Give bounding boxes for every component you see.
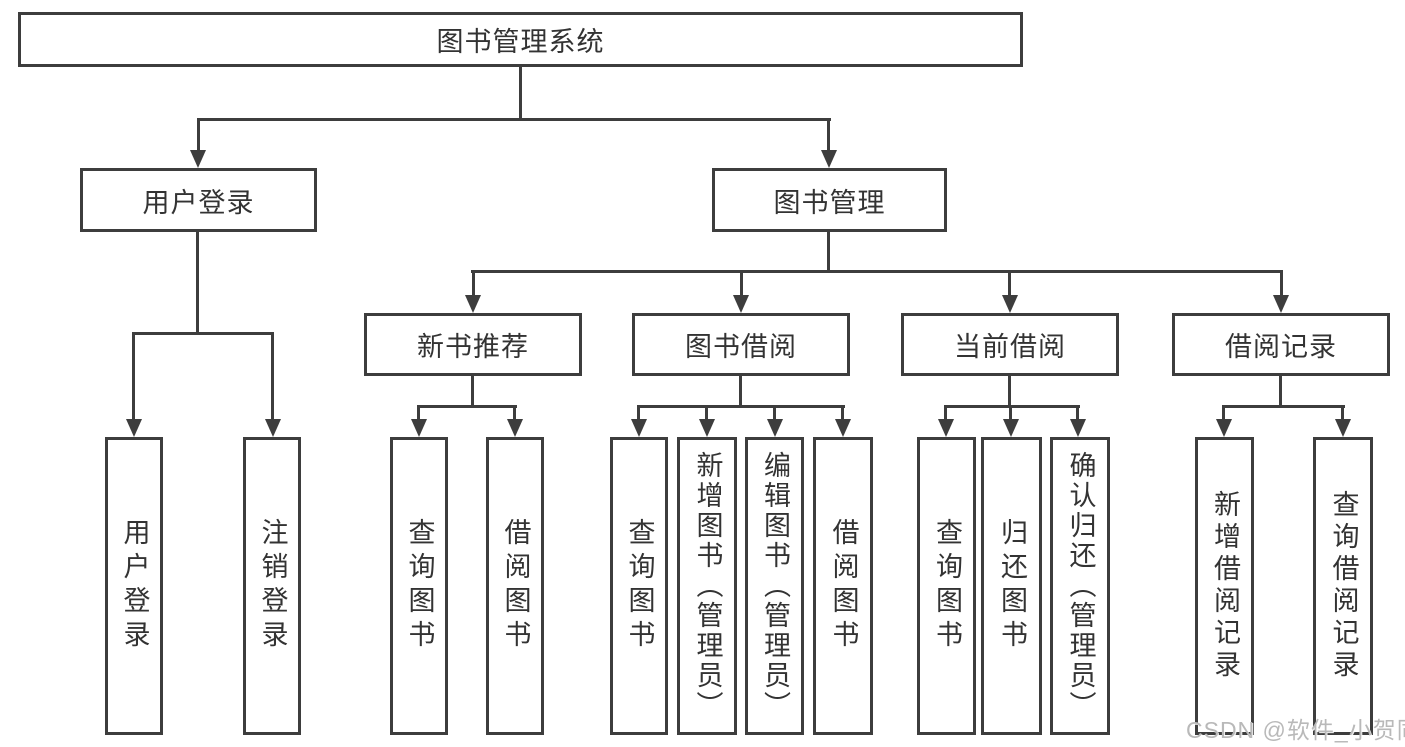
connector-line: [637, 407, 640, 419]
leaf-label: 借阅图书: [500, 518, 531, 654]
node-label: 新书推荐: [417, 332, 529, 362]
leaf-label: 编辑图书（管理员）: [760, 451, 790, 721]
node-user-login: 用户登录: [80, 168, 317, 232]
connector-line: [417, 407, 420, 419]
connector-line: [1280, 272, 1283, 295]
arrowhead-down-icon: [821, 150, 837, 168]
leaf-label: 归还图书: [997, 518, 1027, 654]
arrowhead-down-icon: [1335, 419, 1351, 437]
connector-line: [519, 67, 522, 121]
node-label: 图书管理: [773, 187, 886, 218]
csdn-watermark: CSDN @软件_小贺同学: [1186, 717, 1405, 743]
arrowhead-down-icon: [465, 295, 481, 313]
connector-line: [1341, 407, 1344, 419]
arrowhead-down-icon: [126, 419, 142, 437]
connector-line: [1222, 407, 1225, 419]
connector-line: [197, 121, 200, 150]
connector-line: [417, 405, 517, 408]
node-label: 图书管理系统: [436, 27, 605, 57]
node-book-management: 图书管理: [712, 168, 947, 232]
leaf-label: 查询借阅记录: [1328, 490, 1359, 682]
leaf-label: 新增图书（管理员）: [692, 451, 723, 721]
connector-line: [739, 376, 742, 407]
connector-line: [705, 407, 708, 419]
leaf-user-login: 用户登录: [105, 437, 163, 735]
leaf-query-books-recommend: 查询图书: [390, 437, 448, 735]
connector-line: [944, 405, 1080, 408]
connector-line: [1009, 407, 1012, 419]
leaf-label: 注销登录: [257, 518, 288, 654]
arrowhead-down-icon: [1002, 295, 1018, 313]
node-borrowing-records: 借阅记录: [1172, 313, 1390, 376]
connector-line: [471, 270, 1283, 273]
connector-line: [132, 332, 274, 335]
connector-line: [196, 232, 199, 335]
connector-line: [1008, 272, 1011, 295]
leaf-label: 新增借阅记录: [1210, 490, 1240, 682]
connector-line: [827, 232, 830, 272]
leaf-borrow-books: 借阅图书: [813, 437, 873, 735]
arrowhead-down-icon: [938, 419, 954, 437]
connector-line: [513, 407, 516, 419]
leaf-add-borrowing-record: 新增借阅记录: [1195, 437, 1254, 735]
leaf-label: 查询图书: [932, 518, 962, 654]
node-book-borrowing: 图书借阅: [632, 313, 850, 376]
arrowhead-down-icon: [1003, 419, 1019, 437]
connector-line: [271, 335, 274, 419]
arrowhead-down-icon: [1216, 419, 1232, 437]
leaf-label: 查询图书: [404, 518, 435, 654]
connector-line: [471, 376, 474, 407]
connector-line: [944, 407, 947, 419]
connector-line: [472, 272, 475, 295]
leaf-query-borrowing-record: 查询借阅记录: [1313, 437, 1373, 735]
node-new-book-recommendation: 新书推荐: [364, 313, 582, 376]
arrowhead-down-icon: [835, 419, 851, 437]
connector-line: [740, 272, 743, 295]
arrowhead-down-icon: [265, 419, 281, 437]
arrowhead-down-icon: [699, 419, 715, 437]
connector-line: [1222, 405, 1345, 408]
leaf-label: 查询图书: [624, 518, 655, 654]
leaf-confirm-return-admin: 确认归还（管理员）: [1050, 437, 1110, 735]
arrowhead-down-icon: [411, 419, 427, 437]
node-label: 用户登录: [142, 187, 255, 218]
connector-line: [1076, 407, 1079, 419]
connector-line: [827, 121, 830, 150]
node-label: 借阅记录: [1225, 332, 1337, 362]
node-label: 图书借阅: [685, 332, 797, 362]
leaf-logout: 注销登录: [243, 437, 301, 735]
leaf-borrow-books-recommend: 借阅图书: [486, 437, 544, 735]
arrowhead-down-icon: [1273, 295, 1289, 313]
leaf-label: 确认归还（管理员）: [1065, 451, 1096, 721]
connector-line: [1279, 376, 1282, 407]
connector-line: [841, 407, 844, 419]
node-current-borrowing: 当前借阅: [901, 313, 1119, 376]
connector-line: [132, 335, 135, 419]
arrowhead-down-icon: [190, 150, 206, 168]
connector-line: [1008, 376, 1011, 407]
leaf-label: 用户登录: [119, 518, 150, 654]
leaf-add-books-admin: 新增图书（管理员）: [677, 437, 737, 735]
leaf-query-books-borrowing: 查询图书: [610, 437, 668, 735]
arrowhead-down-icon: [507, 419, 523, 437]
node-library-management-system: 图书管理系统: [18, 12, 1023, 67]
leaf-query-books-current: 查询图书: [917, 437, 976, 735]
arrowhead-down-icon: [767, 419, 783, 437]
arrowhead-down-icon: [1070, 419, 1086, 437]
connector-line: [773, 407, 776, 419]
connector-line: [637, 405, 845, 408]
leaf-return-books: 归还图书: [981, 437, 1042, 735]
connector-line: [197, 118, 831, 121]
node-label: 当前借阅: [954, 332, 1066, 362]
arrowhead-down-icon: [631, 419, 647, 437]
leaf-label: 借阅图书: [828, 518, 859, 654]
leaf-edit-books-admin: 编辑图书（管理员）: [745, 437, 804, 735]
arrowhead-down-icon: [733, 295, 749, 313]
